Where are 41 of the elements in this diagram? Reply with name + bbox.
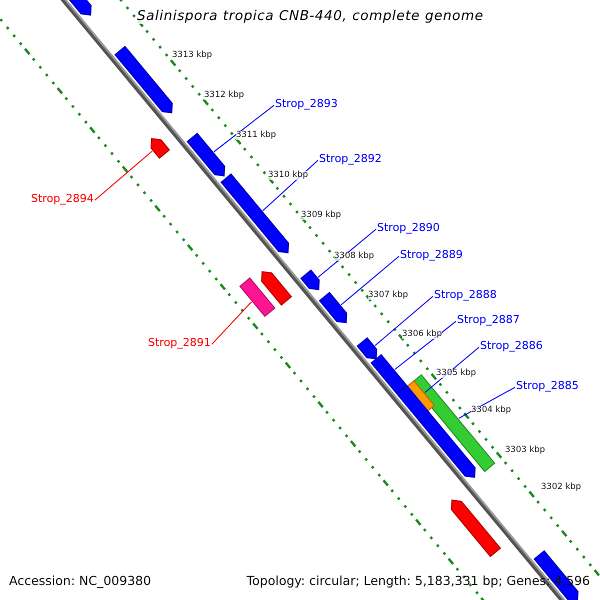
gene-bar bbox=[239, 277, 276, 317]
scale-label: 3308 kbp bbox=[334, 252, 374, 262]
gene-block bbox=[114, 46, 173, 114]
gene-label: Strop_2889 bbox=[400, 249, 463, 262]
leader-line bbox=[211, 301, 252, 345]
leader-line bbox=[94, 150, 153, 201]
gene-label: Strop_2891 bbox=[148, 337, 211, 350]
gene-label: Strop_2886 bbox=[480, 340, 543, 352]
gene-label: Strop_2893 bbox=[275, 98, 338, 110]
leader-line bbox=[374, 296, 434, 346]
leader-line bbox=[213, 104, 274, 152]
scale-label: 3307 kbp bbox=[368, 291, 408, 300]
gene-block bbox=[450, 500, 502, 558]
gene-label: Strop_2887 bbox=[457, 314, 520, 326]
gene-label: Strop_2894 bbox=[31, 193, 94, 206]
gene-label: Strop_2892 bbox=[319, 153, 382, 166]
gene-block bbox=[318, 292, 348, 324]
footer-note: Accession: NC_009380 bbox=[9, 574, 152, 588]
scale-label: 3303 kbp bbox=[505, 446, 546, 456]
title: Salinispora tropica CNB-440, complete genome bbox=[137, 9, 484, 24]
scale-label: 3313 kbp bbox=[172, 51, 212, 60]
scale-label: 3310 kbp bbox=[268, 171, 308, 180]
leader-line bbox=[340, 256, 400, 306]
gene-block bbox=[186, 132, 226, 176]
scale-label: 3302 kbp bbox=[541, 483, 582, 492]
gene-bar bbox=[370, 354, 408, 394]
gene-label: Strop_2890 bbox=[377, 222, 440, 234]
gene-label: Strop_2885 bbox=[516, 380, 579, 392]
gene-label: Strop_2888 bbox=[434, 289, 497, 302]
scale-label: 3309 kbp bbox=[301, 211, 342, 220]
scale-label: 3304 kbp bbox=[471, 406, 512, 416]
scale-label: 3305 kbp bbox=[436, 369, 476, 378]
scale-label: 3311 kbp bbox=[236, 131, 276, 140]
gene-block bbox=[300, 269, 320, 290]
leader-line bbox=[394, 320, 456, 370]
scale-label: 3306 kbp bbox=[402, 330, 442, 340]
gene-block bbox=[356, 337, 378, 360]
gene-block bbox=[261, 271, 292, 306]
scale-label: 3312 kbp bbox=[204, 91, 244, 100]
gene-block bbox=[418, 412, 476, 478]
gene-block bbox=[150, 138, 170, 159]
